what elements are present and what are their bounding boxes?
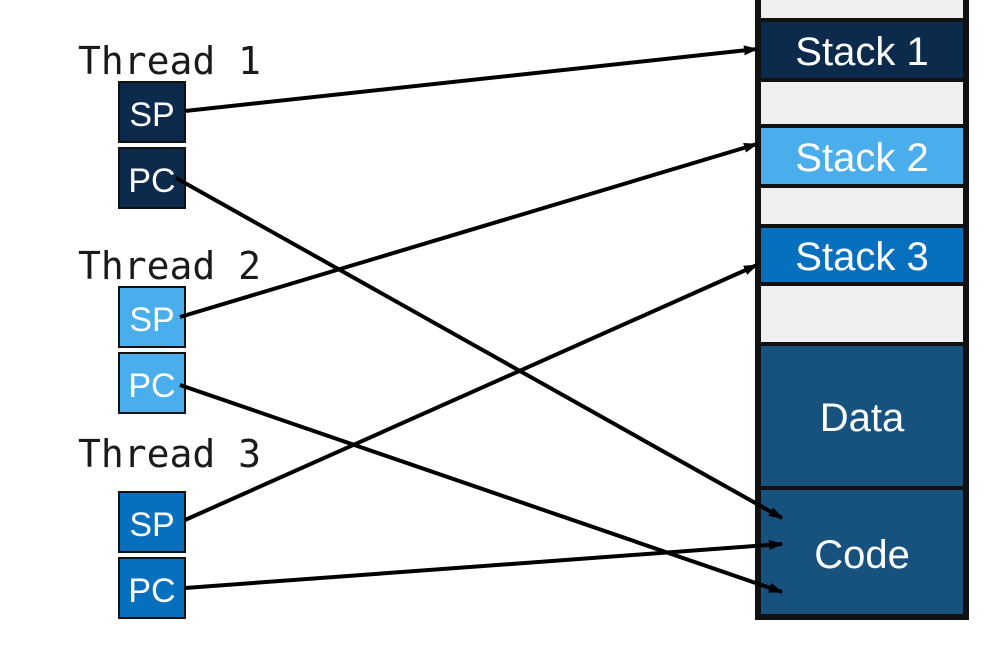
code-segment <box>761 490 963 614</box>
arrow-thread-1-pc-to-code <box>175 176 783 520</box>
thread-3-sp-register <box>118 491 186 553</box>
thread-1-sp-register <box>118 81 186 143</box>
memory-gap-1 <box>761 82 963 124</box>
stack-1-segment <box>761 22 963 78</box>
thread-1-label: Thread 1 <box>78 39 261 83</box>
stack-2-segment <box>761 128 963 184</box>
stack-3-label: Stack 3 <box>795 235 928 279</box>
memory-gap-top <box>761 0 963 18</box>
thread-1-pc-label: PC <box>128 162 175 200</box>
thread-2-pc-register <box>118 352 186 414</box>
thread-1-group: Thread 1 SP PC <box>78 39 261 209</box>
arrow-thread-2-pc-to-code <box>179 383 783 594</box>
stack-2-label: Stack 2 <box>795 136 928 180</box>
memory-gap-2 <box>761 188 963 224</box>
thread-1-sp-label: SP <box>129 96 174 134</box>
thread-2-sp-label: SP <box>129 301 174 339</box>
thread-1-pc-register <box>118 147 186 209</box>
thread-3-pc-label: PC <box>128 572 175 610</box>
arrow-thread-3-sp-to-stack-3 <box>184 263 758 522</box>
arrow-thread-2-sp-to-stack-2 <box>179 142 758 319</box>
thread-3-pc-register <box>118 557 186 619</box>
data-label: Data <box>820 396 905 440</box>
thread-2-label: Thread 2 <box>78 244 261 288</box>
memory-column: Stack 1 Stack 2 Stack 3 Data Code <box>755 0 969 620</box>
arrow-thread-3-pc-to-code <box>184 539 783 590</box>
data-segment <box>761 346 963 486</box>
stack-3-segment <box>761 228 963 282</box>
thread-3-sp-label: SP <box>129 506 174 544</box>
thread-2-group: Thread 2 SP PC <box>78 244 261 414</box>
thread-3-group: Thread 3 SP PC <box>78 432 261 619</box>
pointer-arrows <box>175 45 783 594</box>
stack-1-label: Stack 1 <box>795 30 928 74</box>
thread-3-label: Thread 3 <box>78 432 261 476</box>
code-label: Code <box>814 533 910 577</box>
memory-gap-3 <box>761 286 963 342</box>
arrow-thread-1-sp-to-stack-1 <box>184 45 758 113</box>
thread-2-pc-label: PC <box>128 367 175 405</box>
